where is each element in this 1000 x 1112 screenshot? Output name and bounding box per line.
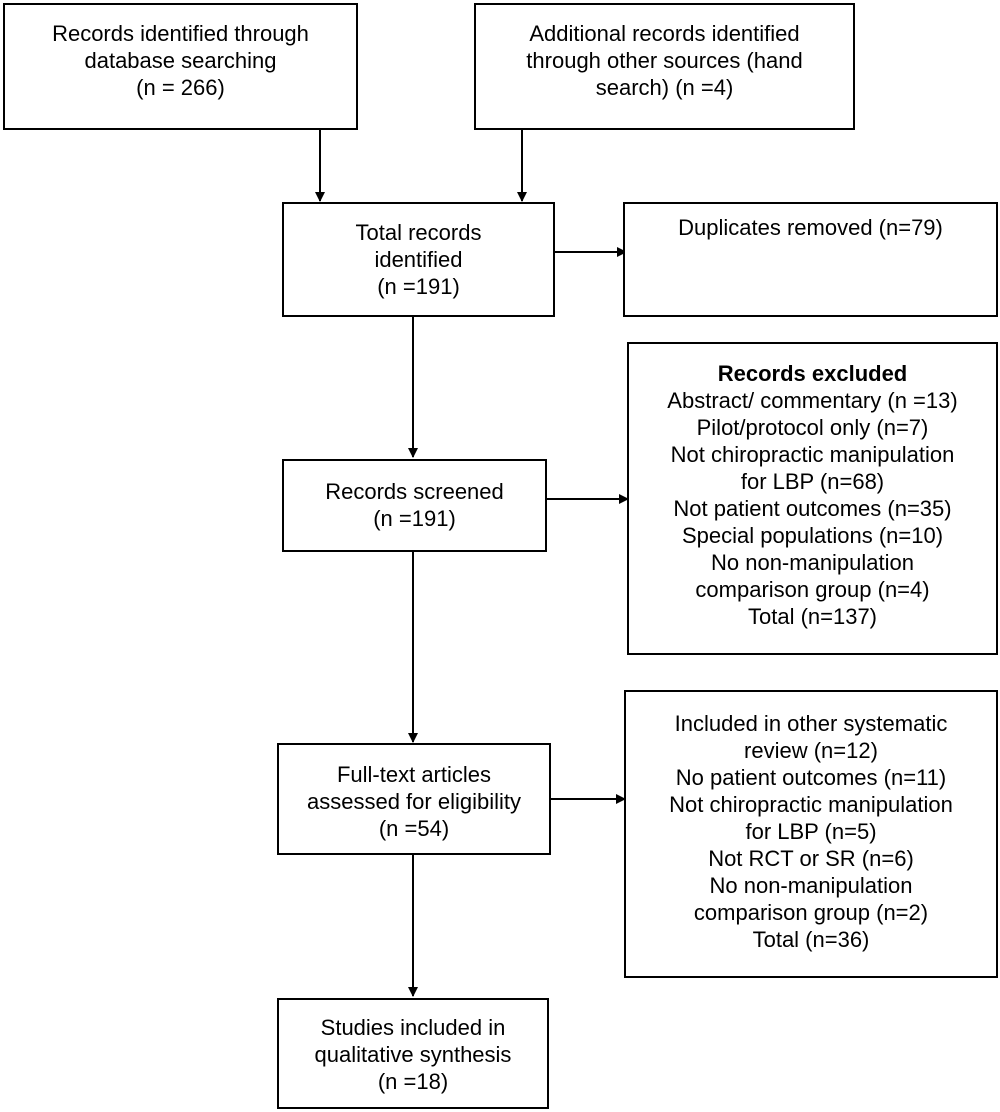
box-line: Duplicates removed (n=79) [678,215,943,240]
box-line: (n =191) [373,506,456,531]
box-heading: Records excluded [717,361,908,386]
box-line: Abstract/ commentary (n =13) [667,388,958,413]
box-fulltext-assessed: Full-text articles assessed for eligibil… [277,743,551,855]
box-line: search) (n =4) [595,75,734,100]
box-line: Full-text articles [336,762,492,787]
box-duplicates-removed: Duplicates removed (n=79) [623,202,998,317]
box-line: assessed for eligibility [307,789,521,814]
box-line: (n =54) [378,816,450,841]
box-line: for LBP (n=5) [745,819,877,844]
box-line: Total (n=137) [747,604,878,629]
box-line: Not chiropractic manipulation [670,442,955,467]
box-line: Pilot/protocol only (n=7) [696,415,929,440]
box-line: Records identified through [52,21,309,46]
box-line: (n = 266) [136,75,225,100]
box-line: Total records [355,220,482,245]
box-database-search: Records identified through database sear… [3,3,358,130]
box-line: Additional records identified [529,21,800,46]
box-line: comparison group (n=4) [695,577,930,602]
box-line: review (n=12) [744,738,878,763]
box-line: No patient outcomes (n=11) [675,765,947,790]
box-line: through other sources (hand [526,48,803,73]
box-line: database searching [84,48,277,73]
box-line: Not RCT or SR (n=6) [708,846,914,871]
box-fulltext-excluded: Included in other systematic review (n=1… [624,690,998,978]
box-line: Studies included in [320,1015,506,1040]
box-line: for LBP (n=68) [740,469,885,494]
box-line: Records screened [325,479,504,504]
box-line: Special populations (n=10) [681,523,944,548]
box-line: qualitative synthesis [314,1042,512,1067]
box-line: No non-manipulation [710,550,915,575]
box-line: Included in other systematic [674,711,948,736]
box-records-excluded: Records excluded Abstract/ commentary (n… [627,342,998,655]
box-studies-included: Studies included in qualitative synthesi… [277,998,549,1109]
box-line: Not patient outcomes (n=35) [673,496,952,521]
box-line: No non-manipulation [709,873,913,898]
box-line: comparison group (n=2) [693,900,929,925]
box-line: identified [374,247,463,272]
box-records-screened: Records screened (n =191) [282,459,547,552]
box-line: Total (n=36) [752,927,870,952]
box-total-records: Total records identified (n =191) [282,202,555,317]
box-other-sources: Additional records identified through ot… [474,3,855,130]
box-line: Not chiropractic manipulation [669,792,953,817]
box-line: (n =191) [377,274,460,299]
box-line: (n =18) [377,1069,449,1094]
